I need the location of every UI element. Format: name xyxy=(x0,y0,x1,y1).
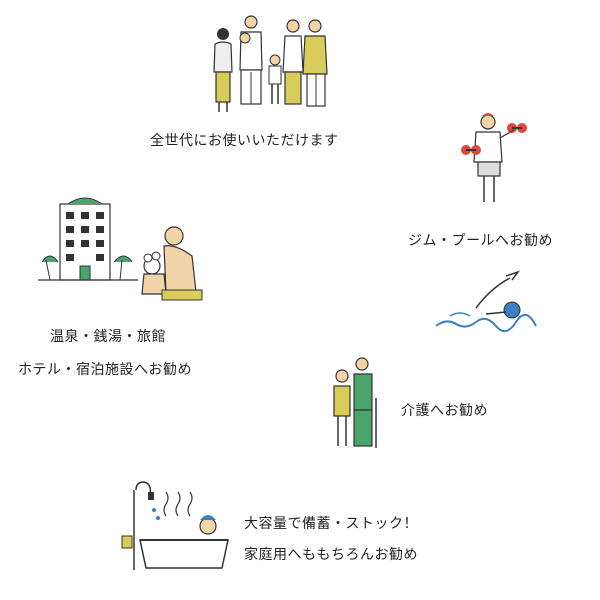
care-label: 介護へお勧め xyxy=(401,403,488,419)
home-label-line1: 大容量で備蓄・ストック！ xyxy=(244,516,418,532)
home-bath-illustration xyxy=(110,480,234,580)
hotel-building-illustration xyxy=(38,190,138,286)
home-label-line2: 家庭用へももちろんお勧め xyxy=(244,547,418,563)
hotel-label-line1: 温泉・銭湯・旅館 xyxy=(50,329,166,345)
bath-parent-child-illustration xyxy=(136,222,206,312)
family-illustration xyxy=(205,12,335,114)
hotel-label-line2: ホテル・宿泊施設へお勧め xyxy=(18,362,192,378)
dumbbell-man-illustration xyxy=(460,112,530,212)
all-generations-label: 全世代にお使いいただけます xyxy=(150,133,339,149)
swimmer-illustration xyxy=(435,268,546,333)
gym-label: ジム・プールへお勧め xyxy=(408,233,553,249)
care-elderly-illustration xyxy=(326,354,382,452)
